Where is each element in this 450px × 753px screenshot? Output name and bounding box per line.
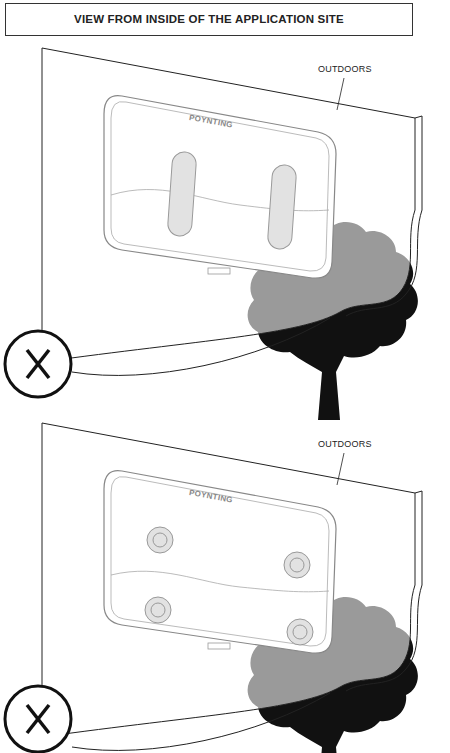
- leader-line: [337, 453, 344, 485]
- leader-line: [337, 78, 344, 110]
- header-text: VIEW FROM INSIDE OF THE APPLICATION SITE: [74, 12, 344, 27]
- wall-panel: [5, 48, 422, 420]
- antenna: [104, 96, 336, 279]
- antenna: [104, 471, 336, 654]
- outdoors-label: OUTDOORS: [318, 439, 372, 449]
- wall-panel: [5, 423, 422, 753]
- outdoors-label: OUTDOORS: [318, 64, 372, 74]
- header-box: VIEW FROM INSIDE OF THE APPLICATION SITE: [5, 3, 413, 36]
- prohibited-mark: [5, 331, 71, 397]
- suction-strap: [167, 151, 197, 236]
- prohibited-mark: [5, 686, 71, 752]
- suction-strap: [267, 164, 297, 249]
- suction-cups: [145, 527, 313, 645]
